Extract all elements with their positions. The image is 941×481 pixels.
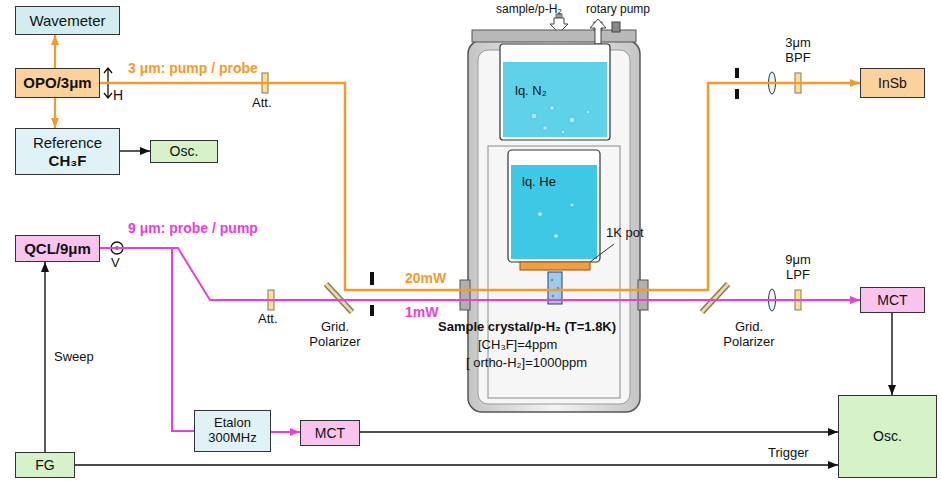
beam-path <box>100 83 860 290</box>
signal-wire <box>75 464 838 465</box>
window-flange <box>460 280 470 310</box>
part-label: sample/p-H₂ <box>496 3 562 17</box>
etalon-box: Etalon 300MHz <box>194 410 271 452</box>
grid-polarizer <box>326 284 352 312</box>
node-text: Osc. <box>873 428 902 444</box>
part-label: 9μm LPF <box>776 253 820 283</box>
bubbles <box>531 106 590 239</box>
beam-path <box>54 35 56 68</box>
node-text: CH₃F <box>49 152 87 169</box>
oscilloscope-box: Osc. <box>150 140 218 163</box>
signal-wire <box>120 150 150 151</box>
iris <box>370 305 374 316</box>
edge-label: Trigger <box>766 446 811 461</box>
part-label: rotary pump <box>586 3 650 17</box>
node-text: Reference <box>33 134 102 151</box>
beam-path <box>271 431 300 433</box>
instrument-box: Wavemeter <box>15 6 120 35</box>
polarization-label: H <box>113 87 123 103</box>
part-label: Grid. Polarizer <box>298 320 372 350</box>
detector-box: InSb <box>860 68 925 98</box>
beam-path <box>54 98 56 128</box>
grid-polarizer <box>702 284 728 312</box>
part-label: lq. He <box>522 175 556 190</box>
one-k-pot <box>520 262 590 270</box>
power-label: 1mW <box>405 304 438 320</box>
detector-box: MCT <box>860 287 925 313</box>
window-flange <box>638 280 648 310</box>
part-label: Att. <box>252 96 272 111</box>
power-label: 20mW <box>405 270 446 286</box>
valve <box>612 22 620 32</box>
sample-dots <box>551 279 560 298</box>
beam-label: 9 μm: probe / pump <box>128 220 258 236</box>
part-label: Att. <box>258 312 278 327</box>
oscilloscope-box: Osc. <box>838 395 937 478</box>
signal-wire <box>44 262 45 452</box>
reference-cell-box: ReferenceCH₃F <box>15 128 120 175</box>
edge-label: Sweep <box>52 350 96 365</box>
function-generator-box: FG <box>15 452 75 478</box>
node-text: QCL/9μm <box>24 240 91 257</box>
grid-polarizer <box>702 284 728 312</box>
node-text: FG <box>35 457 54 473</box>
polarization-label: V <box>111 256 120 271</box>
laser-source-box: QCL/9μm <box>15 235 100 262</box>
sample-note: Sample crystal/p-H₂ (T=1.8K) <box>438 320 616 335</box>
beam-path <box>100 248 860 300</box>
node-text: InSb <box>878 75 907 91</box>
he-tank <box>508 150 600 262</box>
top-flange <box>472 30 636 42</box>
pump-arrow <box>590 19 606 44</box>
sample-note: [ ortho-H₂]=1000ppm <box>466 356 587 371</box>
signal-wire <box>891 313 892 395</box>
laser-source-box: OPO/3μm <box>15 68 100 98</box>
node-text: OPO/3μm <box>23 74 91 91</box>
signal-wire <box>360 431 838 432</box>
part-label: lq. N₂ <box>515 84 547 99</box>
part-label: 3μm BPF <box>776 36 820 66</box>
node-text: MCT <box>877 292 907 308</box>
node-text: MCT <box>315 425 345 441</box>
part-label: 1K pot <box>606 226 644 241</box>
liquid-n2 <box>503 62 607 137</box>
node-text: Wavemeter <box>29 12 105 29</box>
sample-note: [CH₃F]=4ppm <box>478 338 557 353</box>
beam-label: 3 μm: pump / probe <box>128 60 258 76</box>
n2-tank <box>500 44 610 140</box>
iris <box>735 89 739 99</box>
grid-polarizer <box>326 284 352 312</box>
node-text: Etalon 300MHz <box>199 416 266 446</box>
iris <box>735 68 739 78</box>
beam-path <box>100 248 194 431</box>
liquid-he <box>511 165 597 259</box>
leader-line <box>590 244 614 262</box>
iris <box>370 272 374 285</box>
detector-box: MCT <box>300 420 360 446</box>
part-label: Grid. Polarizer <box>712 320 786 350</box>
node-text: Osc. <box>170 143 199 159</box>
